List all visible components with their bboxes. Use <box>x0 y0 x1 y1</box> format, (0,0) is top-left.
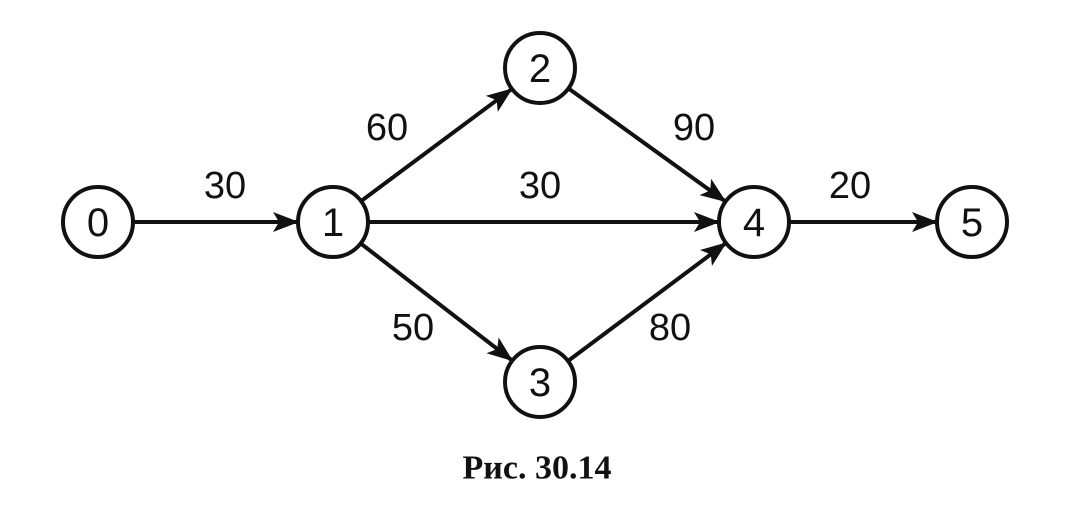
edge-2-4 <box>567 86 727 203</box>
node-circle-5 <box>935 185 1009 259</box>
edge-1-3 <box>359 241 514 362</box>
edge-label-0-1: 30 <box>204 165 246 207</box>
node-5: 5 <box>935 185 1009 259</box>
node-label-3: 3 <box>529 361 551 405</box>
edges-layer <box>133 86 938 363</box>
figure-caption: Рис. 30.14 <box>463 450 612 487</box>
node-circle-2 <box>503 31 577 105</box>
node-2: 2 <box>503 31 577 105</box>
edge-label-1-3: 50 <box>392 307 434 349</box>
edge-1-2 <box>359 87 513 203</box>
edge-label-2-4: 90 <box>673 107 715 149</box>
node-1: 1 <box>296 185 370 259</box>
node-circle-3 <box>503 345 577 419</box>
node-label-1: 1 <box>322 201 344 245</box>
edge-labels-layer: 30 60 30 50 90 80 20 <box>204 107 871 349</box>
node-circle-0 <box>61 185 135 259</box>
node-label-4: 4 <box>743 201 765 245</box>
node-0: 0 <box>61 185 135 259</box>
edge-label-4-5: 20 <box>829 165 871 207</box>
node-label-0: 0 <box>87 201 109 245</box>
node-3: 3 <box>503 345 577 419</box>
node-label-5: 5 <box>961 201 983 245</box>
node-4: 4 <box>717 185 791 259</box>
nodes-layer: 0 1 2 3 4 5 <box>61 31 1009 419</box>
edge-label-1-2: 60 <box>366 107 408 149</box>
edge-label-3-4: 80 <box>649 307 691 349</box>
edge-3-4 <box>566 241 727 363</box>
node-circle-4 <box>717 185 791 259</box>
node-label-2: 2 <box>529 47 551 91</box>
edge-label-1-4: 30 <box>519 165 561 207</box>
node-circle-1 <box>296 185 370 259</box>
